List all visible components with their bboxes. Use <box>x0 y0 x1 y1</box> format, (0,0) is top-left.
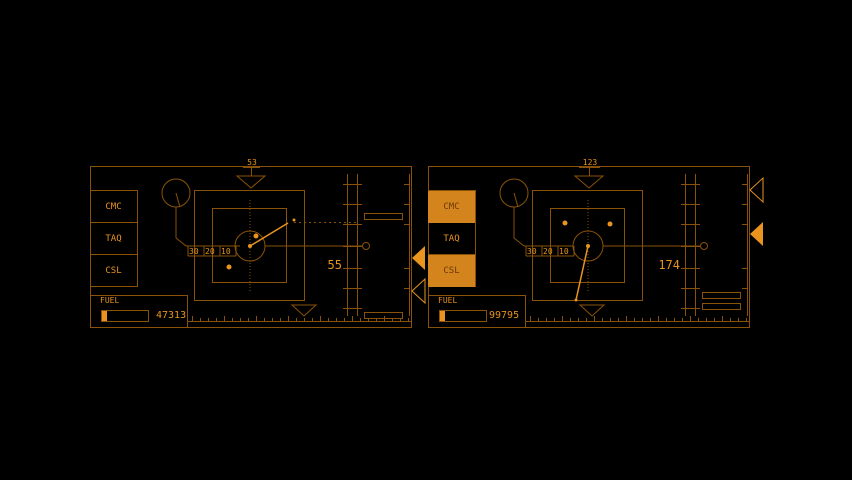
taq-button[interactable]: TAQ <box>443 234 460 244</box>
fuel-value: 47313 <box>156 310 187 321</box>
hud-panel-1: 53 CMC TAQ CSL 30 20 10 55 FUEL 47313 <box>90 159 412 328</box>
hud-frame-2 <box>428 166 750 328</box>
scale-label-20: 20 <box>543 247 553 256</box>
triangle-left-outline-icon[interactable] <box>411 278 427 304</box>
csl-button[interactable]: CSL <box>428 255 475 287</box>
readout-value: 55 <box>327 258 342 272</box>
scale-label-30: 30 <box>527 247 537 256</box>
scale-label-20: 20 <box>205 247 215 256</box>
taq-button[interactable]: TAQ <box>105 234 122 244</box>
triangle-left-filled-icon[interactable] <box>411 245 427 271</box>
triangle-left-outline-icon[interactable] <box>749 177 765 203</box>
scale-label-10: 10 <box>559 247 569 256</box>
readout-value: 174 <box>658 258 680 272</box>
cmc-button[interactable]: CMC <box>428 191 475 223</box>
csl-button[interactable]: CSL <box>105 266 122 276</box>
scale-label-30: 30 <box>189 247 199 256</box>
hud-panel-2: 123 CMC TAQ CSL 30 20 10 174 FUEL 99795 <box>428 159 750 328</box>
heading-value: 123 <box>582 158 598 167</box>
heading-value: 53 <box>247 158 257 167</box>
fuel-label: FUEL <box>438 296 458 305</box>
fuel-value: 99795 <box>489 310 520 321</box>
hud-frame-1 <box>90 166 412 328</box>
scale-label-10: 10 <box>221 247 231 256</box>
fuel-gauge-fill <box>440 311 445 321</box>
cmc-button[interactable]: CMC <box>105 202 122 212</box>
fuel-gauge-fill <box>102 311 107 321</box>
fuel-label: FUEL <box>100 296 120 305</box>
triangle-left-filled-icon[interactable] <box>749 221 765 247</box>
